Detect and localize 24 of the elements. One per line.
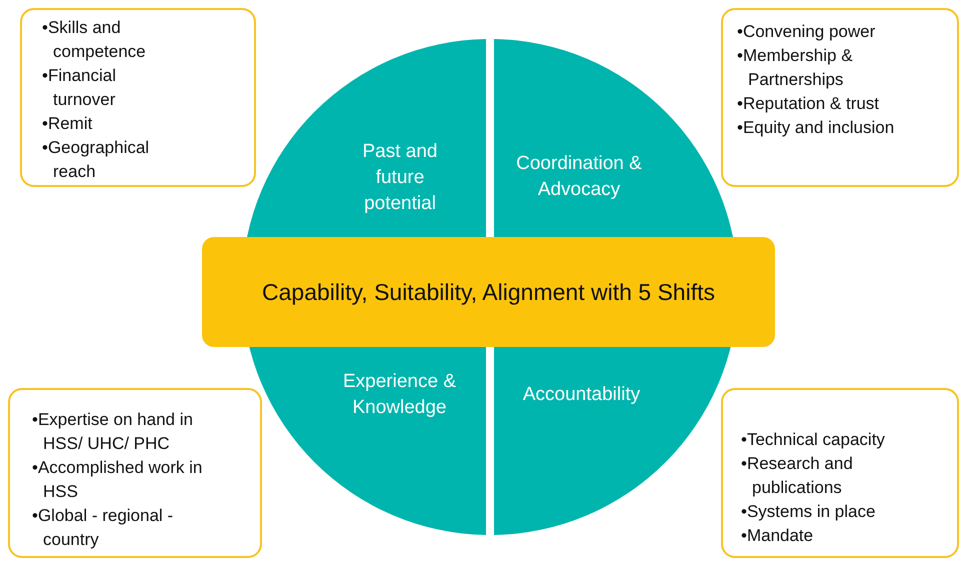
quadrant-label: Experience & Knowledge: [342, 370, 457, 420]
info-card: [8, 388, 262, 558]
bullet-item: •Technical capacity: [741, 429, 886, 451]
info-card: [20, 8, 256, 187]
info-card: [721, 8, 959, 187]
bullet-item: •Expertise on hand in HSS/ UHC/ PHC: [32, 409, 194, 455]
bullet-item: •Remit: [42, 113, 94, 135]
center-banner: Capability, Suitability, Alignment with 5 Shifts: [202, 237, 775, 347]
info-card: [721, 388, 959, 558]
bullet-item: •Global - regional - country: [32, 505, 174, 551]
quadrant-label: Accountability: [522, 383, 642, 407]
bullet-item: •Equity and inclusion: [737, 117, 896, 139]
bullet-item: •Accomplished work in HSS: [32, 457, 204, 503]
bullet-item: •Reputation & trust: [737, 93, 880, 115]
bullet-item: •Research and publications: [741, 453, 854, 499]
bullet-item: •Skills and competence: [42, 17, 147, 63]
bullet-item: •Convening power: [737, 21, 876, 43]
bullet-item: •Geographical reach: [42, 137, 150, 183]
quadrant-label: Past and future potential: [362, 140, 438, 216]
bullet-item: •Systems in place: [741, 501, 876, 523]
bullet-item: •Mandate: [741, 525, 814, 547]
bullet-item: •Financial turnover: [42, 65, 117, 111]
bullet-item: •Membership & Partnerships: [737, 45, 854, 91]
quadrant-label: Coordination & Advocacy: [515, 152, 643, 202]
